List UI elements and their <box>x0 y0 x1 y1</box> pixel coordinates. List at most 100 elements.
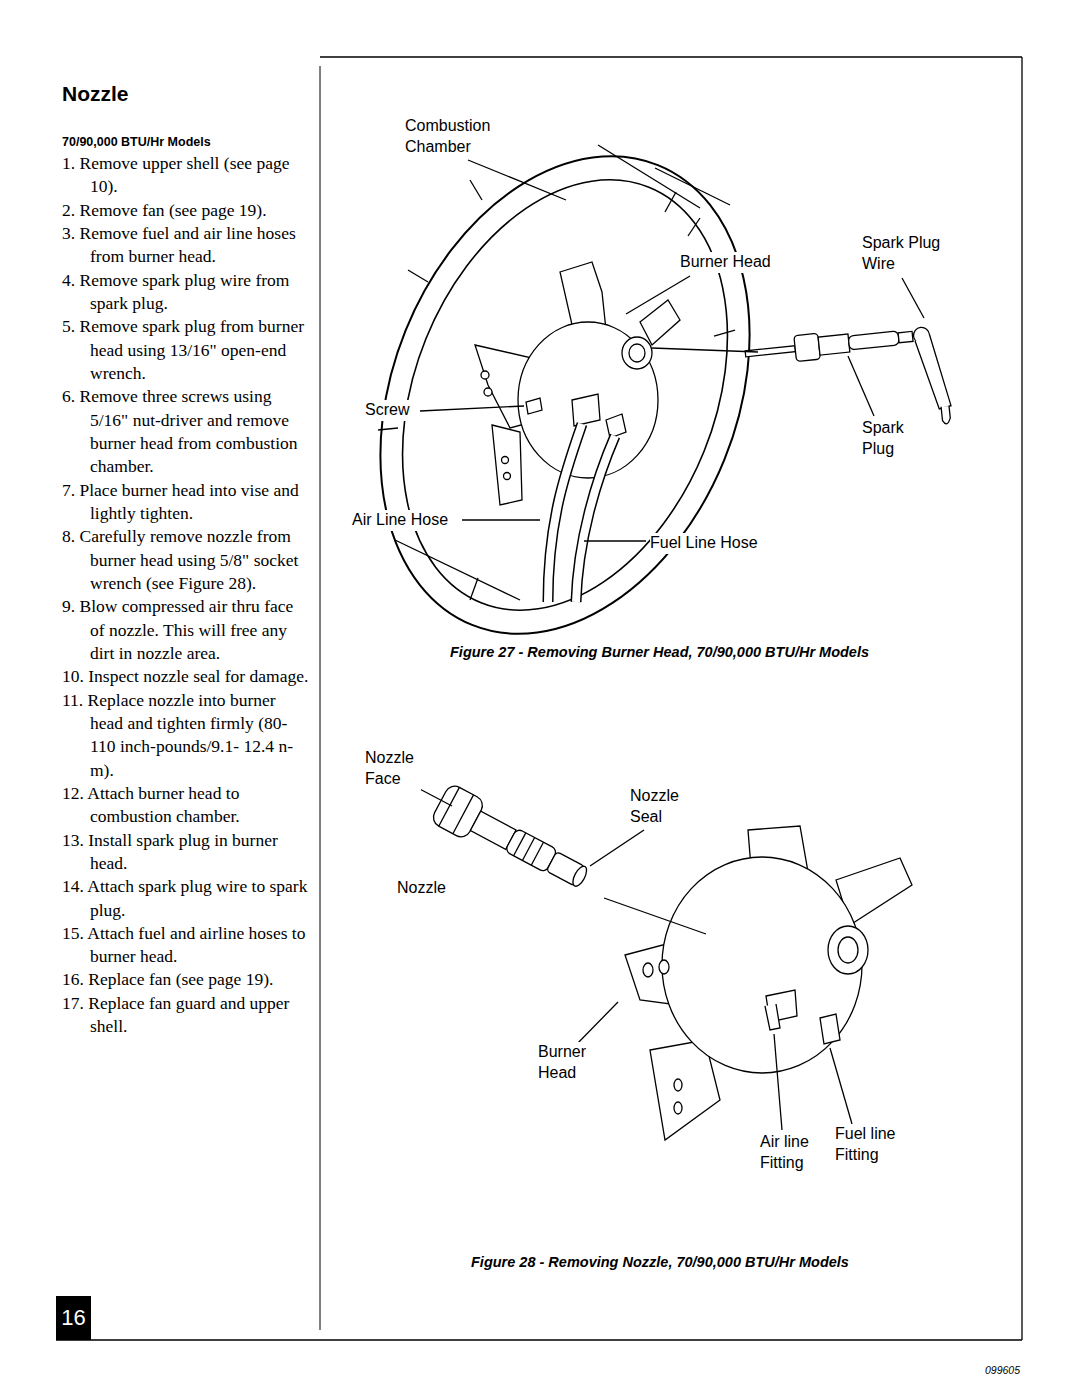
drawing-part <box>576 436 615 602</box>
drawing-part <box>598 145 700 208</box>
instruction-step: 1. Remove upper shell (see page 10). <box>62 152 310 199</box>
drawing-part <box>626 276 690 314</box>
drawing-part <box>659 960 669 974</box>
drawing-part <box>320 66 321 1330</box>
part-label: Nozzle <box>397 878 446 899</box>
part-label: Air Line Hose <box>352 510 448 531</box>
part-label: Burner Head <box>680 252 771 273</box>
drawing-part <box>915 333 952 411</box>
section-title: Nozzle <box>62 82 129 106</box>
drawing-part <box>481 371 489 379</box>
instruction-step: 5. Remove spark plug from burner head us… <box>62 315 310 385</box>
drawing-part <box>604 898 706 934</box>
part-label: Spark Plug Wire <box>862 233 957 275</box>
drawing-part <box>848 356 874 416</box>
drawing-part <box>1021 57 1022 1340</box>
drawing-part <box>828 926 868 974</box>
part-label: Spark Plug <box>862 418 914 460</box>
drawing-part <box>774 1034 782 1130</box>
drawing-part <box>320 56 1022 57</box>
drawing-part <box>378 428 398 430</box>
drawing-part <box>574 1002 618 1047</box>
page-frame <box>56 57 1022 1340</box>
drawing-part <box>652 348 758 352</box>
instruction-step: 15. Attach fuel and airline hoses to bur… <box>62 922 310 969</box>
hoses <box>548 424 615 602</box>
drawing-part <box>838 937 858 963</box>
drawing-part <box>395 540 520 600</box>
drawing-part <box>848 331 899 350</box>
drawing-part <box>439 787 460 826</box>
instruction-step: 3. Remove fuel and air line hoses from b… <box>62 222 310 269</box>
part-label: Combustion Chamber <box>405 116 505 158</box>
nozzle <box>430 783 595 898</box>
drawing-part <box>902 278 924 318</box>
drawing-part <box>674 1079 682 1091</box>
instruction-step: 17. Replace fan guard and upper shell. <box>62 992 310 1039</box>
drawing-part <box>342 131 788 659</box>
drawing-part <box>818 334 850 355</box>
instruction-step: 10. Inspect nozzle seal for damage. <box>62 665 310 688</box>
drawing-part <box>518 322 658 478</box>
drawing-part <box>453 795 474 834</box>
drawing-part <box>408 270 428 282</box>
leader-lines <box>420 160 924 541</box>
part-label: Fuel Line Hose <box>650 533 758 554</box>
drawing-part <box>590 830 644 866</box>
page-number-box: 16 <box>56 1296 91 1340</box>
document-number: 099605 <box>985 1364 1020 1378</box>
combustion-chamber <box>313 101 818 690</box>
instruction-step: 13. Install spark plug in burner head. <box>62 829 310 876</box>
burner-head <box>475 262 680 505</box>
instruction-column: 70/90,000 BTU/Hr Models1. Remove upper s… <box>62 132 310 1038</box>
instruction-step: 12. Attach burner head to combustion cha… <box>62 782 310 829</box>
drawing-part <box>794 333 821 361</box>
drawing-part <box>688 218 700 236</box>
part-label: Fuel line Fitting <box>835 1124 905 1166</box>
part-label: Air line Fitting <box>760 1132 820 1174</box>
instruction-step: 9. Blow compressed air thru face of nozz… <box>62 595 310 665</box>
drawing-part <box>820 1014 840 1044</box>
drawing-part <box>941 406 951 424</box>
part-label: Nozzle Face <box>365 748 421 790</box>
drawing-part <box>56 1339 1022 1340</box>
instruction-step: 6. Remove three screws using 5/16" nut-d… <box>62 385 310 478</box>
drawing-part <box>462 519 540 520</box>
drawing-part <box>526 398 542 414</box>
drawing-part <box>470 180 482 200</box>
drawing-part <box>468 160 566 200</box>
drawing-part <box>898 331 913 342</box>
drawing-part <box>584 540 646 541</box>
drawing-part <box>420 406 524 411</box>
drawing-part <box>765 1004 780 1030</box>
drawing-part <box>492 425 522 505</box>
instruction-step: 2. Remove fan (see page 19). <box>62 199 310 222</box>
drawing-part <box>531 842 543 865</box>
drawing-part <box>714 330 735 336</box>
drawing-part <box>522 838 534 861</box>
drawing-part <box>629 344 645 362</box>
drawing-part <box>606 414 626 438</box>
instruction-step: 14. Attach spark plug wire to spark plug… <box>62 875 310 922</box>
instruction-step: 8. Carefully remove nozzle from burner h… <box>62 525 310 595</box>
drawing-part <box>313 101 818 690</box>
instruction-step: 16. Replace fan (see page 19). <box>62 968 310 991</box>
drawing-part <box>640 300 680 345</box>
figure-caption: Figure 28 - Removing Nozzle, 70/90,000 B… <box>471 1253 849 1272</box>
drawing-part <box>572 394 600 426</box>
drawing-part <box>830 1048 852 1124</box>
instruction-step: 7. Place burner head into vise and light… <box>62 479 310 526</box>
part-label: Screw <box>365 400 409 421</box>
spark-plug <box>744 320 953 444</box>
drawing-part <box>643 963 653 977</box>
drawing-part <box>484 388 492 396</box>
instruction-step: 4. Remove spark plug wire from spark plu… <box>62 269 310 316</box>
drawing-part <box>470 578 478 600</box>
model-subheading: 70/90,000 BTU/Hr Models <box>62 132 310 152</box>
drawing-part <box>502 457 509 464</box>
leader-lines-28 <box>414 786 852 1130</box>
drawing-part <box>665 192 676 212</box>
instruction-step: 11. Replace nozzle into burner head and … <box>62 689 310 782</box>
drawing-part <box>504 473 511 480</box>
part-label: Burner Head <box>538 1042 598 1084</box>
